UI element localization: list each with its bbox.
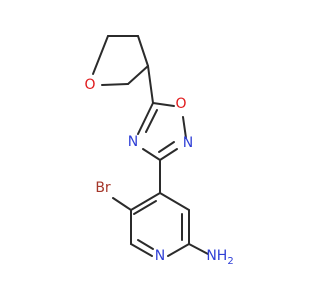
atom-nitrogen-pyridine: N [155, 248, 165, 264]
atom-bromine: Br [95, 180, 111, 196]
atom-oxygen-thf: O [84, 77, 95, 93]
thf-bond-c3-c4 [127, 65, 149, 85]
atom-nitrogen-oxadiazole-right: N [183, 135, 193, 151]
amine-subscript-2: 2 [227, 256, 233, 267]
amine-nh-text: NH [206, 248, 227, 264]
pyr-bond-c5-c4 [159, 192, 190, 211]
oxa-bond-c5-o1 [152, 102, 175, 107]
oxa-bond-n4-c5 [137, 102, 154, 135]
pyr-bond-n1-c6 [167, 243, 190, 257]
pyr-bond-c2-n1-double [137, 239, 154, 250]
bond-thf-to-oxadiazole [147, 65, 154, 104]
oxadiazole-ring [137, 102, 187, 161]
oxa-bond-n2-c3 [159, 148, 178, 161]
molecule-structure-diagram: O O N N Br N NH2 [84, 35, 234, 267]
bond-c6-nh2 [188, 243, 209, 255]
thf-bond-c4-o [101, 83, 129, 86]
pyr-bond-c4-c3 [130, 192, 161, 211]
oxa-bond-n4-c5-double [145, 109, 158, 133]
oxa-bond-n2-c3-double [158, 141, 175, 153]
oxa-bond-o1-n2 [182, 116, 187, 139]
thf-bond-c2-c3 [137, 35, 149, 67]
atom-oxygen-oxadiazole: O [175, 96, 186, 112]
atom-amine-group: NH2 [206, 248, 233, 267]
thf-bond-o-c1 [92, 35, 109, 75]
pyridine-ring [130, 192, 190, 257]
atom-nitrogen-oxadiazole-left: N [128, 134, 138, 150]
pyr-bond-c4-c3-double [133, 200, 157, 215]
oxa-bond-c3-n4 [142, 148, 161, 161]
bond-c3-br [112, 197, 132, 211]
pyr-bond-c2-n1 [130, 243, 153, 257]
thf-ring [92, 35, 149, 86]
